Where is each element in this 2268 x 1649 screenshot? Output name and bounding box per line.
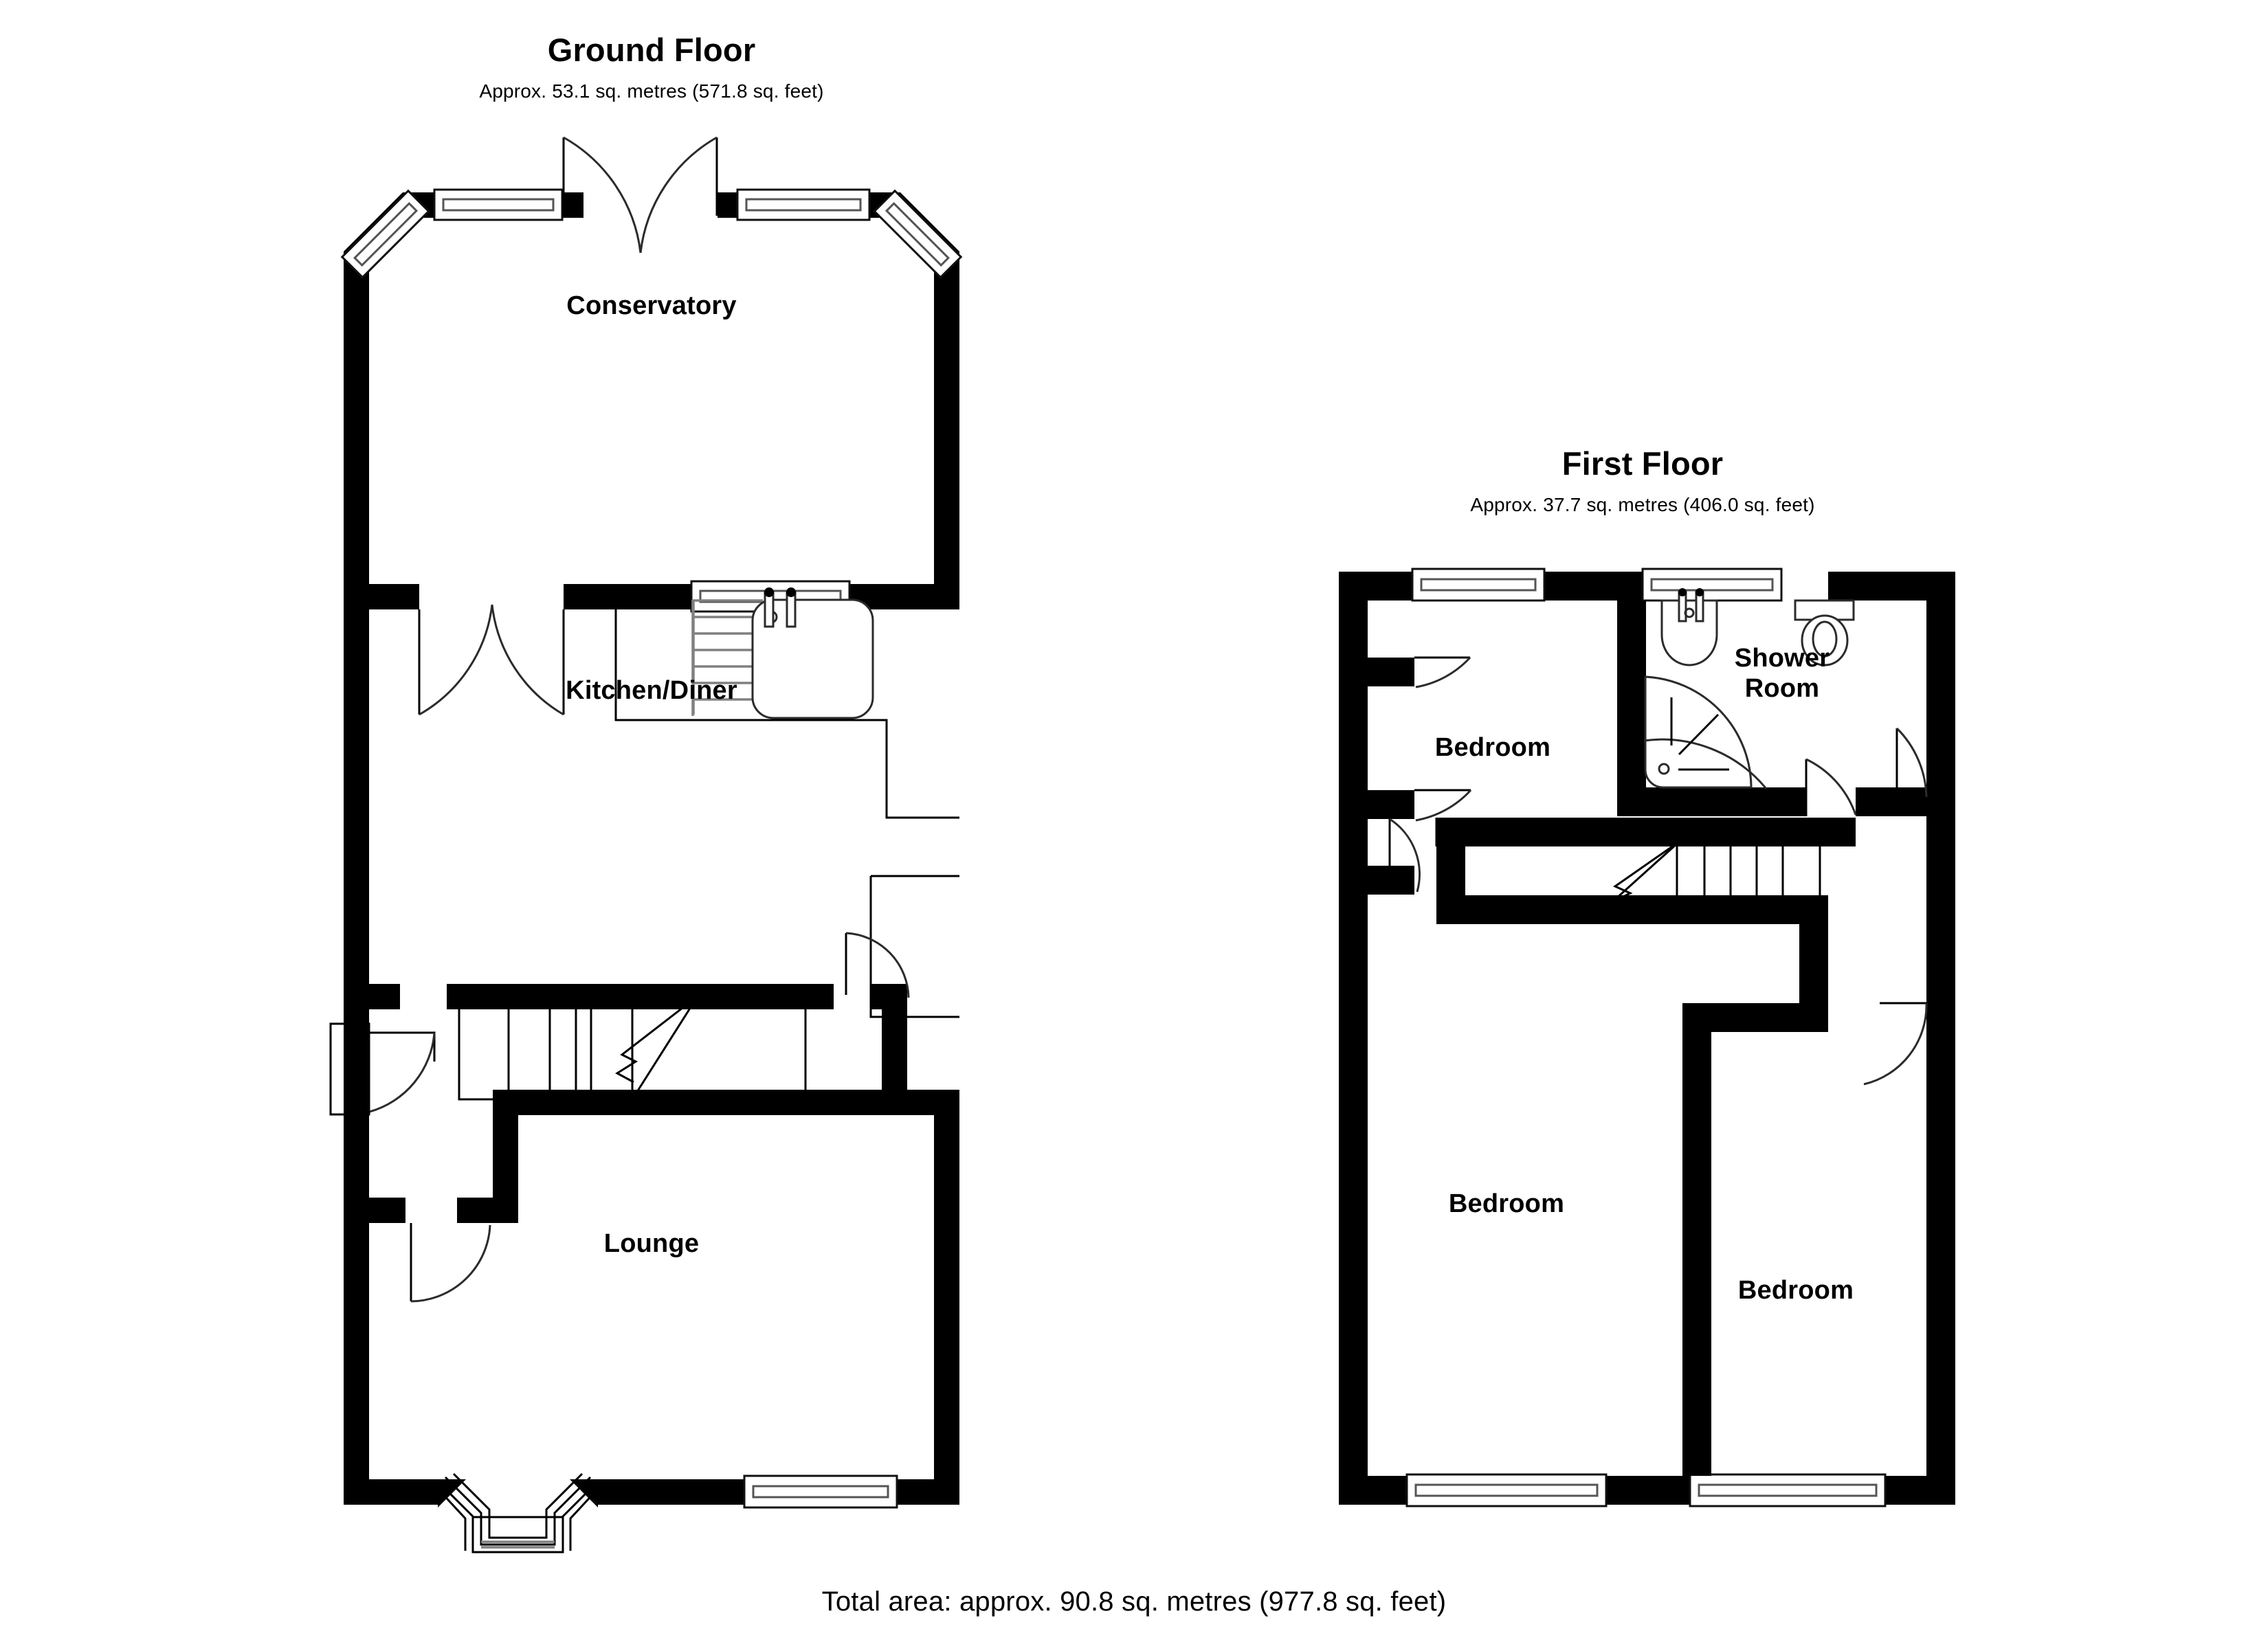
kitchen-sink [751,598,874,719]
room-label-bedroom-1: Bedroom [1434,733,1551,762]
wall-kitchen-top-mid [564,584,591,609]
wall-bedroom1-stub-low [1368,866,1414,895]
wall-stair-top2 [447,984,834,1009]
room-label-shower-room-line2: Room [1744,674,1820,703]
wall-stair-top [369,984,400,1009]
wall-landing-top [1436,818,1856,846]
wall-first-top-c [1828,572,1955,601]
wall-lounge-bottom-left [344,1479,438,1505]
wall-kitchen-top-left [369,584,419,609]
wall-first-top-a [1339,572,1414,601]
window-lounge-bottom [743,1474,898,1509]
wall-ground-right-lower [934,1115,959,1505]
drainer-grooves [693,599,763,701]
hallway-cupboard-outline [869,875,959,1018]
wall-conservatory-top-left2 [560,192,583,218]
doorway-conservatory-kitchen[interactable] [418,604,565,716]
room-label-bedroom-2: Bedroom [1448,1189,1565,1218]
wall-bay-left-wedge [438,1479,466,1507]
wall-landing-lower-right [1799,895,1828,1032]
stair-direction-arrow [615,995,698,1084]
door-hallway-right[interactable] [845,932,910,998]
wall-landing-right [1856,787,1926,816]
wall-bedroom3-top [1682,1003,1828,1032]
room-label-kitchen-diner: Kitchen/Diner [566,676,737,705]
wall-bedroom1-shower [1617,601,1646,798]
first-floor-area: Approx. 37.7 sq. metres (406.0 sq. feet) [1470,494,1815,515]
ground-floor-area: Approx. 53.1 sq. metres (571.8 sq. feet) [479,80,824,102]
toilet [1794,599,1855,666]
window-conservatory-corner-right [873,189,963,279]
wall-first-bottom-a [1339,1476,1409,1505]
wall-shower-bottom [1617,787,1806,816]
staircase-ground [458,1001,807,1101]
door-landing-cupboard[interactable] [1388,789,1472,893]
room-label-conservatory: Conservatory [566,291,737,320]
wall-first-right [1926,572,1955,1505]
ground-floor-title: Ground Floor [547,32,756,68]
wall-first-bottom-c [1883,1476,1955,1505]
ground-floor-plan [329,136,963,1553]
room-label-bedroom-3: Bedroom [1737,1276,1854,1305]
wall-lounge-top-left2 [457,1198,518,1223]
door-hall-to-lounge[interactable] [410,1223,491,1303]
room-label-lounge: Lounge [603,1229,700,1258]
window-bedroom2-bottom [1405,1473,1608,1507]
wall-lounge-upper-left [493,1090,518,1223]
wall-conservatory-right [934,251,959,584]
door-bedroom1[interactable] [1414,656,1471,688]
wall-lounge-top-left [369,1198,405,1223]
bay-window-lounge [436,1472,599,1553]
wall-first-bottom-b [1604,1476,1692,1505]
staircase-first [1605,842,1821,915]
window-conservatory-corner-left [340,189,430,279]
wall-ground-left [344,251,369,1505]
front-door[interactable] [329,1022,436,1116]
wall-bedroom1-stub-mid [1368,790,1414,819]
door-landing-right[interactable] [1895,727,1928,798]
wall-bedroom1-stub-top [1368,658,1414,686]
wall-bedroom3-left [1682,1003,1711,1476]
wall-stair-top3 [871,984,907,1009]
wall-first-top-b [1541,572,1645,601]
first-floor-plan [1339,568,1955,1507]
window-bedroom3-bottom [1689,1473,1887,1507]
total-area-text: Total area: approx. 90.8 sq. metres (977… [821,1586,1447,1617]
corner-shower-quadrant [1643,675,1768,789]
wall-stair-bottom [502,1090,959,1115]
door-bedroom3[interactable] [1863,1002,1928,1086]
wall-landing-bottom [1436,895,1828,924]
kitchen-taps [764,587,797,628]
window-bedroom1-top [1411,568,1546,602]
room-label-shower-room-line1: Shower [1734,644,1830,673]
wall-conservatory-top-right [718,192,740,218]
wall-stair-right [882,1009,907,1115]
first-floor-title: First Floor [1561,445,1724,482]
window-conservatory-top-right [736,188,871,221]
window-shower-room-top [1641,568,1783,602]
stair-direction-arrow-first [1612,844,1675,903]
french-doors-conservatory[interactable] [562,136,718,254]
wall-bay-right-wedge [570,1479,598,1507]
wall-first-left [1339,572,1368,1505]
door-shower-room[interactable] [1805,758,1857,816]
wash-basin [1660,588,1718,666]
window-conservatory-top-left [433,188,564,221]
